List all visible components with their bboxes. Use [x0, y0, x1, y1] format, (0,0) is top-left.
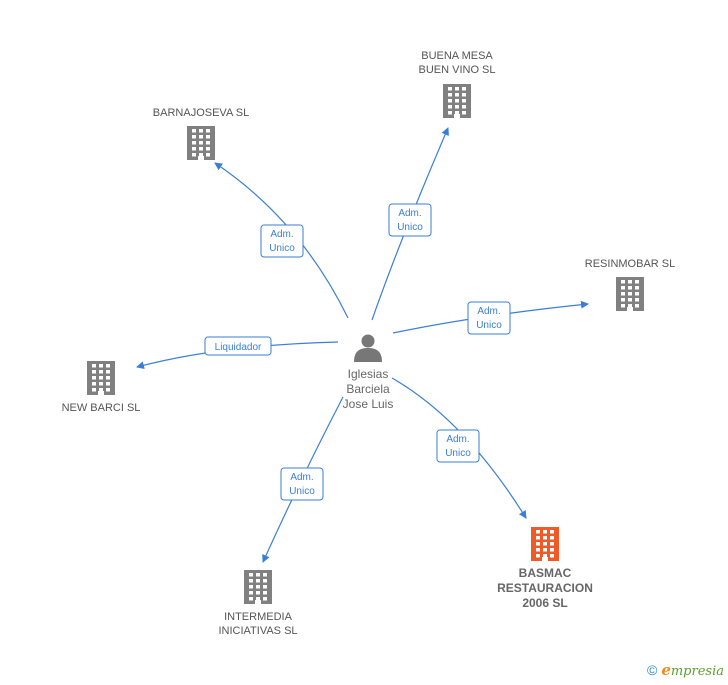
company-name: RESTAURACION: [497, 581, 593, 595]
edges-layer: Adm.UnicoAdm.UnicoAdm.UnicoLiquidadorAdm…: [136, 127, 589, 563]
relation-edge: Adm. Unico: [262, 396, 344, 563]
company-name: 2006 SL: [522, 596, 567, 610]
copyright-icon: ©: [646, 662, 658, 678]
relation-label: Unico: [269, 243, 295, 254]
relation-label: Adm.: [270, 229, 293, 240]
relation-edge: Adm. Unico: [214, 162, 349, 319]
company-node-new-barci[interactable]: NEW BARCI SL: [62, 361, 141, 414]
building-icon: [443, 84, 471, 118]
relation-label-box: [204, 336, 272, 356]
company-name: INTERMEDIA: [224, 611, 293, 623]
company-name: NEW BARCI SL: [62, 402, 141, 414]
relation-label: Adm.: [290, 472, 313, 483]
company-node-intermedia[interactable]: INTERMEDIA INICIATIVAS SL: [218, 570, 298, 637]
building-icon: [87, 361, 115, 395]
company-node-resinmobar[interactable]: RESINMOBAR SL: [585, 258, 675, 311]
company-name: RESINMOBAR SL: [585, 258, 675, 270]
relation-label: Liquidador: [215, 342, 262, 353]
building-icon: [244, 570, 272, 604]
brand-name: mpresia: [670, 664, 724, 679]
relation-label-box: [260, 224, 304, 258]
building-icon: [616, 277, 644, 311]
relation-label: Adm.: [398, 208, 421, 219]
person-name: Iglesias: [348, 367, 389, 381]
company-name: BASMAC: [519, 566, 572, 580]
relation-edge: Adm. Unico: [371, 127, 449, 321]
relation-label-box: [436, 429, 480, 463]
empresia-watermark: ©empresia: [647, 661, 724, 679]
relation-edge: Adm. Unico: [391, 377, 527, 519]
person-name: Jose Luis: [343, 397, 394, 411]
relation-label-box: [467, 301, 511, 335]
company-node-buena-mesa[interactable]: BUENA MESA BUEN VINO SL: [418, 50, 496, 118]
relation-label: Adm.: [477, 306, 500, 317]
brand-initial: e: [661, 661, 671, 679]
company-node-barnajoseva[interactable]: BARNAJOSEVA SL: [153, 107, 249, 160]
company-name: BARNAJOSEVA SL: [153, 107, 249, 119]
relation-label-box: [388, 203, 432, 237]
relation-edge: Adm. Unico: [392, 300, 589, 335]
relation-label: Unico: [397, 222, 423, 233]
relation-label: Unico: [476, 320, 502, 331]
relation-label: Adm.: [446, 434, 469, 445]
person-name: Barciela: [346, 382, 390, 396]
relation-label-box: [280, 467, 324, 501]
nodes-layer: BUENA MESA BUEN VINO SL BARNAJOSEVA SL RESI…: [62, 50, 676, 637]
building-icon: [187, 126, 215, 160]
relation-label: Unico: [289, 486, 315, 497]
building-icon: [531, 527, 559, 561]
company-name: INICIATIVAS SL: [218, 625, 297, 637]
relation-edge: Liquidador: [136, 336, 339, 370]
company-name: BUEN VINO SL: [418, 64, 495, 76]
company-name: BUENA MESA: [421, 50, 493, 62]
person-icon: [354, 334, 382, 362]
relation-label: Unico: [445, 448, 471, 459]
